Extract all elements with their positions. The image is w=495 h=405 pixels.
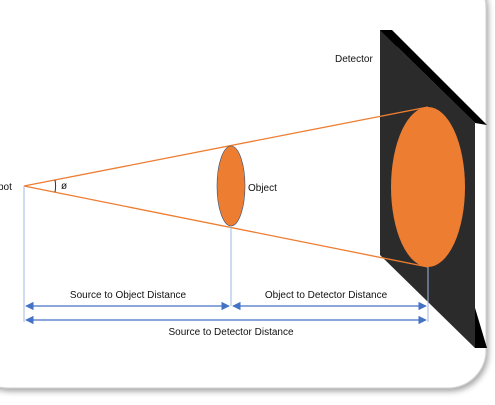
detector-top-edge <box>380 30 487 125</box>
angle-arc <box>54 179 57 193</box>
detector-label: Detector <box>335 54 373 65</box>
source-to-detector-label: Source to Detector Distance <box>168 327 293 338</box>
beam-upper-line <box>23 106 429 187</box>
angle-label: ø <box>61 181 67 192</box>
object-to-detector-label: Object to Detector Distance <box>265 290 388 301</box>
focal-spot-label: pot <box>0 182 12 193</box>
object-label: Object <box>248 183 277 194</box>
beam-lower-line <box>23 185 429 268</box>
projected-image <box>391 107 465 267</box>
object-ellipse <box>216 145 246 227</box>
source-to-object-label: Source to Object Distance <box>70 290 187 301</box>
